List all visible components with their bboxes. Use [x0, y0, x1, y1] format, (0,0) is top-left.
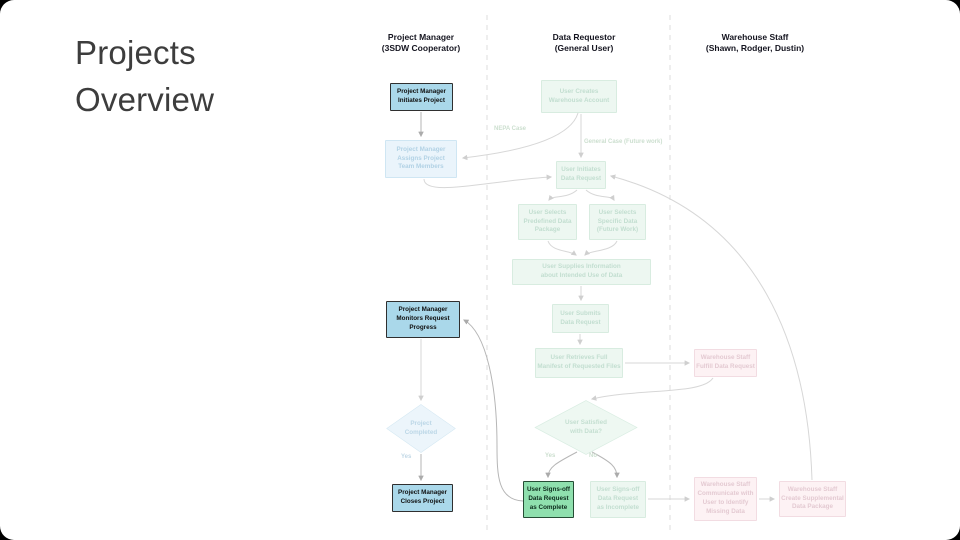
flow-node-signoff-incomplete: User Signs-off Data Request as Incomplet… [590, 481, 646, 518]
lane-separators [486, 15, 671, 533]
flow-node-ws-communicate-missing-data: Warehouse Staff Communicate with User to… [694, 477, 757, 521]
lane-header-warehouse-staff: Warehouse Staff (Shawn, Rodger, Dustin) [665, 32, 845, 54]
flow-node-select-predefined-package: User Selects Predefined Data Package [518, 204, 577, 240]
edge-label-satisfied-yes: Yes [545, 453, 556, 459]
flow-node-retrieves-manifest: User Retrieves Full Manifest of Requeste… [535, 348, 623, 378]
flow-node-submits-request: User Submits Data Request [552, 304, 609, 333]
page-title: Projects Overview [75, 34, 215, 118]
flow-node-signoff-complete: User Signs-off Data Request as Complete [523, 481, 574, 518]
edge-label-nepa-case: NEPA Case [494, 126, 527, 132]
flow-decision-project-completed: Project Completed [386, 404, 456, 453]
flow-node-ws-fulfill-request: Warehouse Staff Fulfill Data Request [694, 349, 757, 377]
lane-subtitle: (Shawn, Rodger, Dustin) [705, 43, 805, 54]
flow-node-ws-supplemental-package: Warehouse Staff Create Supplemental Data… [779, 481, 846, 517]
decision-label: User Satisfied with Data? [565, 418, 607, 435]
lane-title: Warehouse Staff [721, 32, 789, 42]
lane-title: Data Requestor [552, 32, 616, 42]
lane-header-project-manager: Project Manager (3SDW Cooperator) [341, 32, 501, 54]
flow-node-user-initiates-request: User Initiates Data Request [556, 161, 606, 189]
lane-subtitle: (General User) [554, 43, 614, 54]
edge-label-completed-yes: Yes [401, 454, 412, 460]
flow-node-user-creates-account: User Creates Warehouse Account [541, 80, 617, 113]
flow-node-pm-closes-project: Project Manager Closes Project [392, 484, 453, 512]
flow-node-select-specific-data: User Selects Specific Data (Future Work) [589, 204, 646, 240]
flow-node-pm-initiates-project: Project Manager Initiates Project [390, 83, 453, 111]
flow-decision-user-satisfied: User Satisfied with Data? [534, 400, 638, 455]
lane-subtitle: (3SDW Cooperator) [381, 43, 461, 54]
lane-title: Project Manager [387, 32, 455, 42]
lane-header-data-requestor: Data Requestor (General User) [504, 32, 664, 54]
flow-node-pm-assigns-team: Project Manager Assigns Project Team Mem… [385, 140, 457, 178]
edge-label-satisfied-no: No [589, 453, 597, 459]
edge-label-general-case: General Case (Future work) [584, 139, 663, 145]
flow-node-supplies-intended-use: User Supplies Information about Intended… [512, 259, 651, 285]
flow-node-pm-monitors-progress: Project Manager Monitors Request Progres… [386, 301, 460, 338]
decision-label: Project Completed [404, 419, 438, 436]
